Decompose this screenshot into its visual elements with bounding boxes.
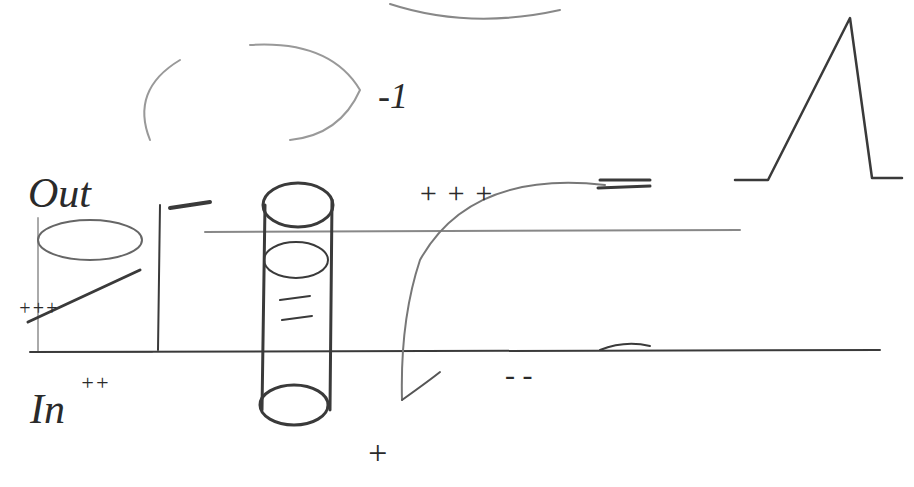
channel-top — [263, 183, 333, 227]
arc-sketch — [390, 4, 560, 19]
channel-wall — [262, 200, 332, 410]
channel-bottom — [260, 385, 328, 425]
membrane-bump — [600, 344, 650, 350]
spike-trace — [735, 18, 902, 180]
membrane-outer — [205, 230, 740, 232]
charge-sign: + — [366, 436, 389, 470]
charge-sign: + + + — [418, 178, 494, 208]
patch-edge — [158, 205, 160, 350]
charge-mark — [170, 202, 210, 208]
region-label: Out — [28, 172, 91, 214]
channel-ring — [264, 242, 328, 278]
arc-sketch — [144, 60, 180, 140]
charge-sign: ++ — [80, 372, 110, 394]
curved-arrow — [402, 183, 605, 400]
channel-mark — [280, 296, 312, 320]
curved-arrow-tail — [402, 372, 440, 400]
charge-sign: +++ — [18, 298, 59, 318]
patch-outline — [38, 218, 152, 352]
value-label: -1 — [378, 78, 408, 114]
arc-sketch — [250, 45, 360, 140]
region-label: In — [30, 388, 65, 430]
membrane-inner — [30, 350, 880, 352]
arrow-head — [598, 180, 650, 188]
charge-sign: - - — [505, 360, 532, 390]
patch-ellipse — [38, 220, 142, 260]
